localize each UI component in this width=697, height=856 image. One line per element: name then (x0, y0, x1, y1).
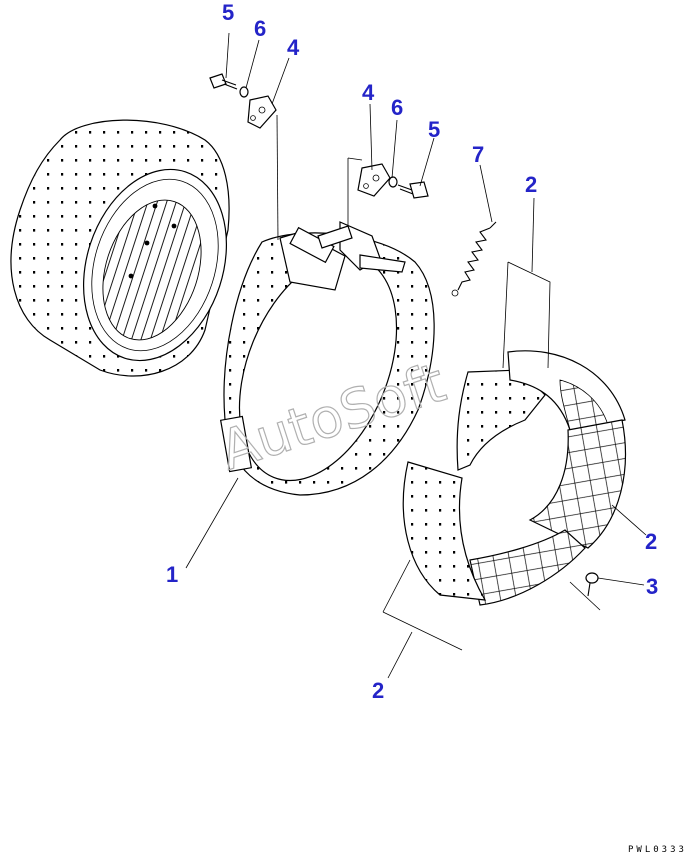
callout-1: 1 (166, 562, 178, 587)
rivet-3 (585, 572, 599, 597)
callout-5-right: 5 (428, 117, 440, 142)
callout-2-right: 2 (645, 529, 657, 554)
lining-segment-left (402, 461, 487, 601)
callout-6-right: 6 (391, 95, 403, 120)
bolt-5-upper (209, 73, 238, 90)
callout-5-upper: 5 (222, 0, 234, 25)
callout-2-top: 2 (525, 172, 537, 197)
brake-band (219, 221, 435, 496)
washer-6-upper (239, 86, 249, 98)
brake-drum (10, 119, 230, 377)
callout-4-upper: 4 (287, 35, 300, 60)
callout-4-right: 4 (362, 80, 375, 105)
callout-7: 7 (472, 142, 484, 167)
washer-6-right (388, 176, 398, 188)
leader-lines (185, 32, 647, 679)
drawing-code: PWL0333 (628, 845, 687, 855)
lining-segment-bottom (469, 529, 586, 606)
callout-3: 3 (646, 574, 658, 599)
lining-segment-top (456, 369, 546, 471)
bolt-5-right (397, 181, 429, 199)
spring-7 (451, 221, 497, 297)
clip-4-upper (247, 95, 277, 129)
clip-4-right (357, 163, 391, 197)
callout-6-upper: 6 (254, 16, 266, 41)
lining-segment-upper-right (507, 350, 626, 431)
lining-segment-right (528, 419, 627, 549)
callout-2-bottom: 2 (372, 678, 384, 703)
